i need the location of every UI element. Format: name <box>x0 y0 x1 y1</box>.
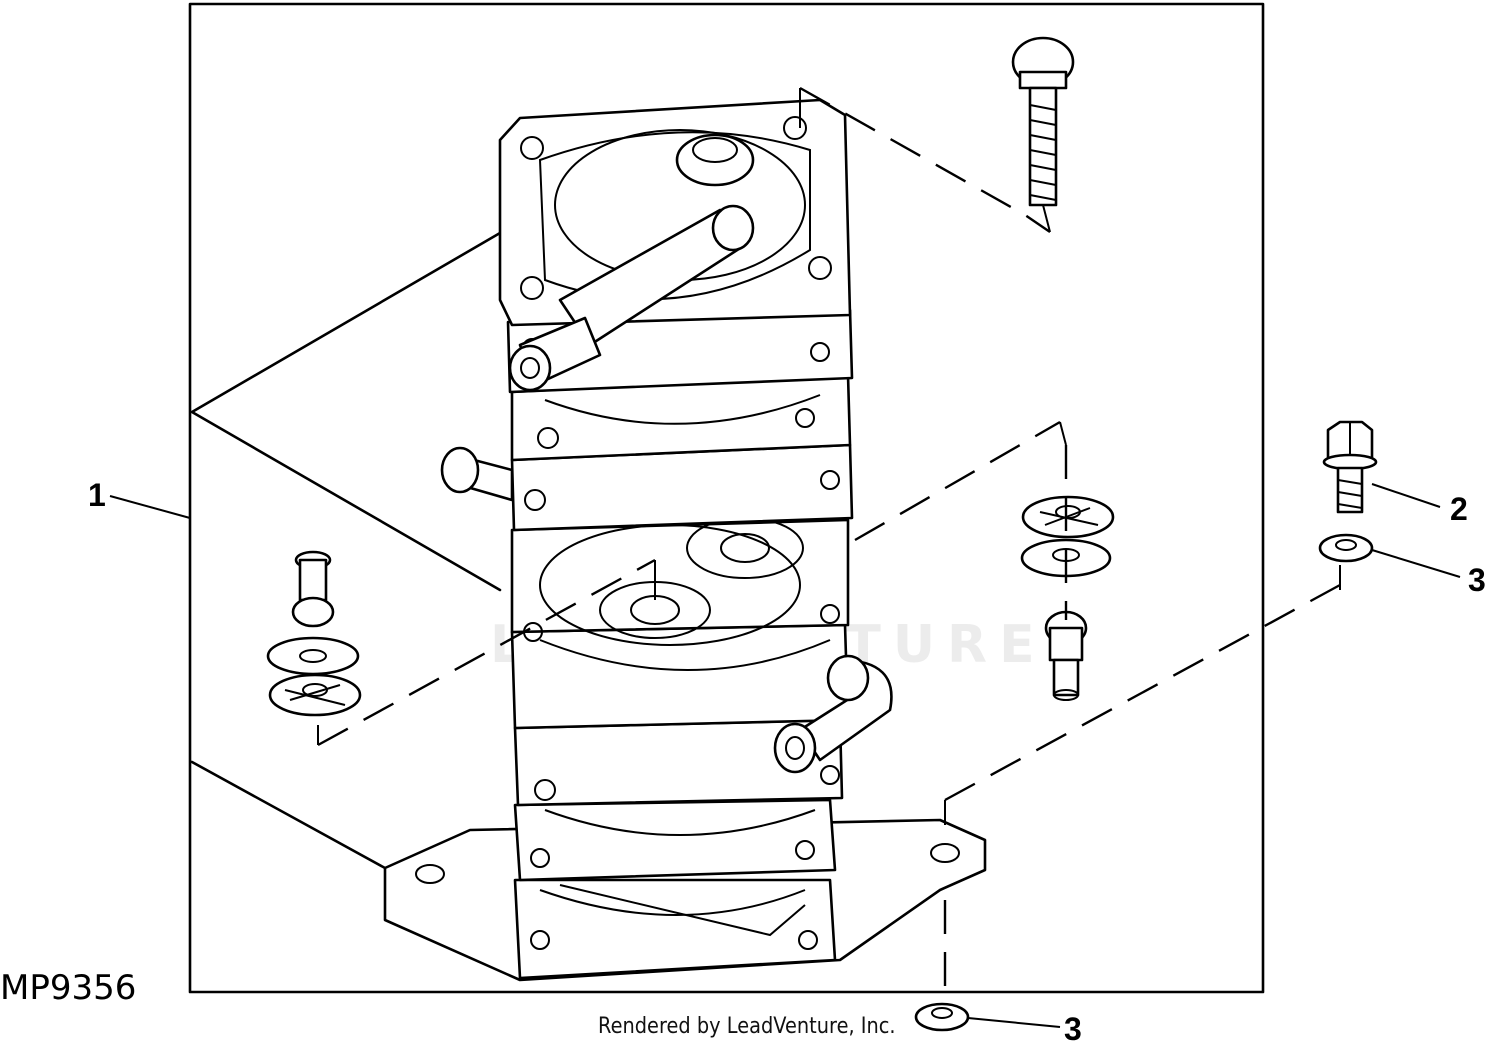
callout-3-lower: 3 <box>1064 1011 1082 1047</box>
washer-lower <box>914 1002 970 1032</box>
hex-cap-screw <box>1322 420 1378 514</box>
callout-2: 2 <box>1450 491 1468 527</box>
callout-1: 1 <box>88 477 106 513</box>
left-valve-assembly <box>266 550 362 717</box>
top-screw <box>1011 36 1075 207</box>
diagram-frame <box>188 2 1265 994</box>
render-credit: Rendered by LeadVenture, Inc. <box>598 1014 896 1039</box>
inlet-fitting <box>508 204 755 392</box>
assembly-lines <box>317 86 1341 1000</box>
fuel-pump-body <box>498 98 854 980</box>
callout-leaders <box>109 483 1461 1028</box>
figure-id: MP9356 <box>0 968 137 1008</box>
outlet-fitting <box>773 654 893 774</box>
callout-3-upper: 3 <box>1468 562 1486 598</box>
side-fitting <box>440 446 514 502</box>
washer-upper <box>1318 533 1374 563</box>
